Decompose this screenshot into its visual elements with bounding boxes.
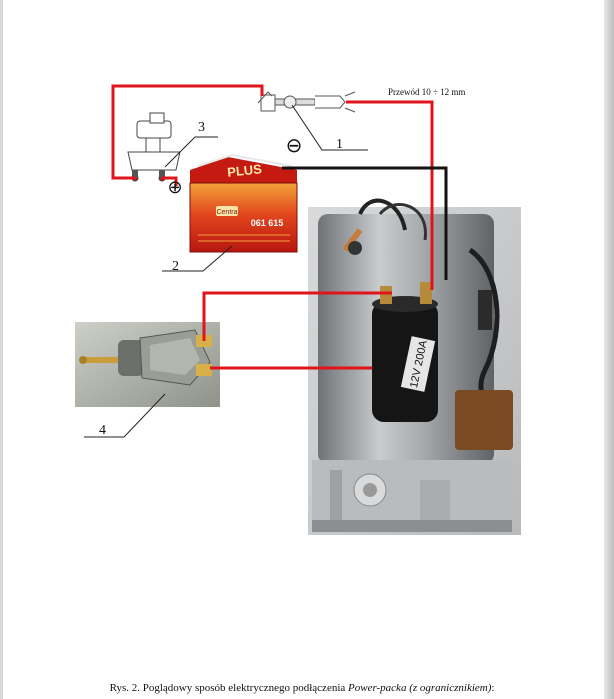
page-right-edge [604,0,614,699]
main-switch [127,112,181,182]
caption-italic: Power-packa (z ogranicznikiem) [348,682,492,694]
callout-lines [84,104,368,438]
callout-2: 2 [172,259,179,274]
battery-code: 061 615 [251,218,284,228]
wire-fuse [257,91,356,113]
callout-1: 1 [336,137,343,152]
negative-wire [282,166,448,280]
page-left-edge [0,0,3,699]
figure-caption: Rys. 2. Poglądowy sposób elektrycznego p… [0,682,604,694]
battery: Centra PLUS 061 615 [189,153,298,253]
positive-wires [111,84,434,370]
wire-spec-label: Przewód 10 ÷ 12 mm [388,87,465,97]
callout-3: 3 [198,120,205,135]
power-pack-photo: 12V 200A [308,198,521,535]
battery-brand: Centra [216,209,237,216]
minus-terminal-symbol: ⊖ [286,133,303,157]
caption-suffix: : [491,682,495,694]
plus-terminal-symbol: ⊕ [167,177,182,198]
limit-switch-photo [75,322,220,407]
caption-prefix: Rys. 2. Poglądowy sposób elektrycznego p… [109,682,349,694]
battery-model: PLUS [227,161,263,180]
callout-4: 4 [99,423,106,438]
